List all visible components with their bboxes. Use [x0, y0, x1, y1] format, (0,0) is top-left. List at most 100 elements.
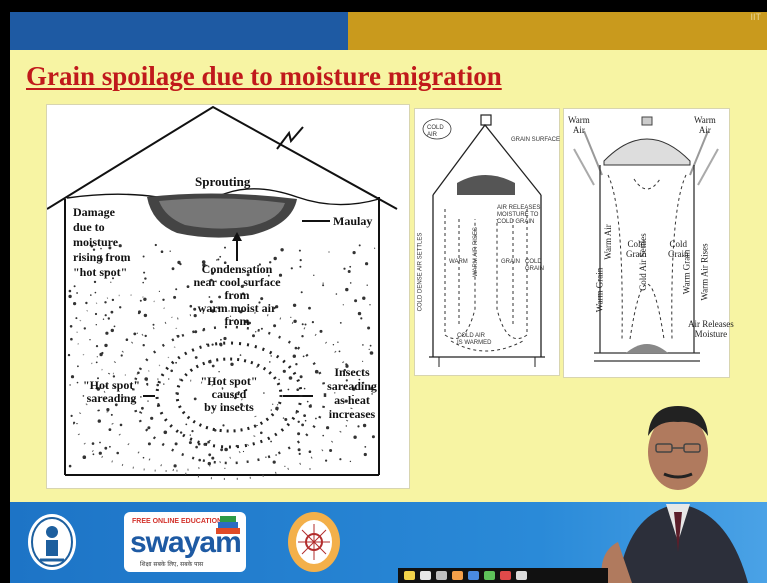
grain-dot	[90, 294, 92, 296]
grain-dot	[114, 326, 116, 328]
grain-dot	[191, 430, 193, 432]
grain-dot	[140, 300, 142, 302]
grain-dot	[89, 339, 90, 340]
grain-dot	[92, 442, 95, 445]
grain-dot	[84, 327, 86, 329]
silo-warm-air-diagram: Warm Air Warm Air Warm Air Warm Grain Co…	[563, 108, 730, 378]
grain-dot	[284, 466, 285, 467]
grain-dot	[284, 418, 287, 421]
grain-dot	[270, 441, 272, 443]
grain-dot	[304, 388, 306, 390]
grain-dot	[345, 288, 348, 291]
grain-dot	[106, 408, 109, 411]
pen-blue-icon[interactable]	[468, 571, 479, 580]
swayam-tagline: शिक्षा सबके लिए, सबके पास	[140, 560, 203, 568]
grain-dot	[137, 372, 140, 375]
warm-air-left-line: Air	[568, 125, 590, 135]
grain-dot	[147, 426, 150, 429]
grain-dot	[350, 282, 352, 284]
grain-dot	[69, 290, 72, 293]
grain-dot	[69, 384, 70, 385]
grain-dot	[214, 429, 217, 432]
grain-dot	[328, 251, 329, 252]
grain-dot	[170, 370, 173, 373]
grain-dot	[277, 404, 278, 405]
grain-dot	[243, 451, 244, 452]
grain-dot	[198, 443, 201, 446]
grain-dot	[220, 448, 223, 451]
grain-dot	[77, 365, 79, 367]
pen-yellow-icon[interactable]	[404, 571, 415, 580]
damage-line: Damage	[73, 205, 130, 220]
grain-dot	[362, 297, 365, 300]
warm-air-right-label: Warm Air	[694, 115, 716, 135]
annotation-toolbar[interactable]	[398, 568, 608, 583]
grain-dot	[280, 248, 283, 251]
air-releases-line: Moisture	[688, 329, 734, 339]
grain-dot	[104, 344, 107, 347]
grain-dot	[274, 257, 277, 260]
hot-spot-spreading-line: sareading	[83, 392, 140, 405]
pen-green-icon[interactable]	[484, 571, 495, 580]
grain-dot	[144, 277, 146, 279]
grain-dot	[219, 256, 221, 258]
pen-red-icon[interactable]	[500, 571, 511, 580]
book-stack-icon	[214, 514, 244, 538]
cold-grain-line: GRAIN	[525, 266, 544, 273]
moisture-line: MOISTURE TO	[497, 212, 540, 219]
grain-dot	[320, 330, 323, 333]
grain-dot	[140, 396, 142, 398]
grain-dot	[349, 266, 351, 268]
marker-icon[interactable]	[452, 571, 463, 580]
grain-dot	[295, 347, 298, 350]
grain-dot	[150, 417, 153, 420]
grain-dot	[289, 376, 293, 380]
grain-dot	[95, 292, 97, 294]
grain-dot	[144, 377, 148, 381]
grain-dot	[109, 428, 112, 431]
moisture-label: AIR RELEASES MOISTURE TO COLD GRAIN	[497, 205, 540, 226]
grain-dot	[195, 356, 198, 359]
grain-dot	[336, 293, 338, 295]
grain-dot	[111, 414, 113, 416]
grain-dot	[143, 344, 145, 346]
grain-dot	[348, 270, 351, 273]
grain-dot	[98, 419, 101, 422]
cold-grain-line: COLD	[525, 259, 544, 266]
grain-dot	[143, 457, 145, 459]
grain-dot	[153, 324, 155, 326]
grain-dot	[224, 468, 225, 469]
grain-dot	[374, 248, 375, 249]
pointer-icon[interactable]	[516, 571, 527, 580]
grain-dot	[223, 337, 226, 340]
grain-dot	[230, 363, 233, 366]
grain-dot	[303, 356, 305, 358]
grain-dot	[207, 441, 210, 444]
grain-dot	[189, 441, 192, 444]
silo-cold-air-diagram: COLD AIR GRAIN SURFACE AIR RELEASES MOIS…	[414, 108, 560, 376]
grain-dot	[367, 285, 368, 286]
iit-kharagpur-logo-icon	[26, 512, 78, 572]
grain-dot	[164, 431, 168, 435]
grain-dot	[357, 425, 359, 427]
grain-dot	[161, 250, 164, 253]
cold-air-warmed-line: COLD AIR	[457, 333, 491, 340]
eraser-icon[interactable]	[436, 571, 447, 580]
pen-white-icon[interactable]	[420, 571, 431, 580]
grain-dot	[323, 283, 324, 284]
grain-dot	[261, 328, 263, 330]
warm-air-right-line: Air	[694, 125, 716, 135]
grain-dot	[112, 299, 114, 301]
damage-line: "hot spot"	[73, 265, 130, 280]
hot-spot-spreading-label: "Hot spot" sareading	[83, 379, 140, 405]
grain-dot	[180, 431, 182, 433]
grain-dot	[343, 304, 344, 305]
grain-dot	[143, 272, 145, 274]
grain-dot	[293, 355, 296, 358]
maulay-label: Maulay	[333, 215, 372, 228]
grain-dot	[195, 446, 198, 449]
grain-dot	[305, 420, 307, 422]
condensation-label: Condensation near cool surface from warm…	[185, 263, 289, 328]
grain-dot	[163, 383, 164, 384]
grain-dot	[212, 365, 215, 368]
